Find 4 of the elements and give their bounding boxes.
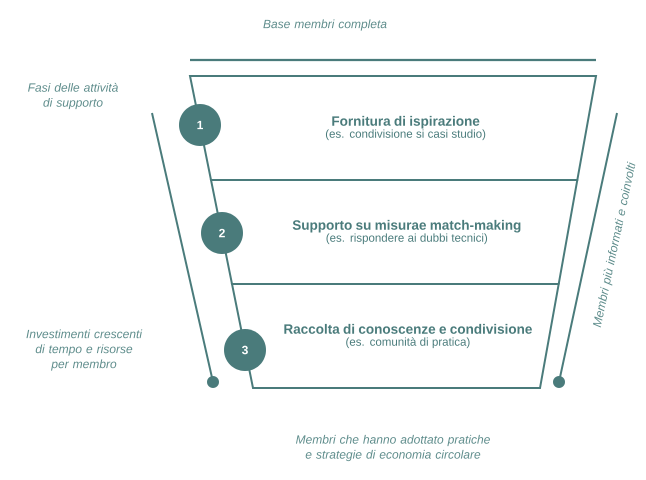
bottom-label: Membri che hanno adottato pratiche e strategie di economia circolare	[296, 434, 490, 462]
title: Base membri completa	[263, 19, 387, 31]
side-label: Investimenti crescenti di tempo e risorse per membro	[26, 329, 142, 371]
side-label: Fasi delle attività di supporto	[28, 82, 118, 110]
